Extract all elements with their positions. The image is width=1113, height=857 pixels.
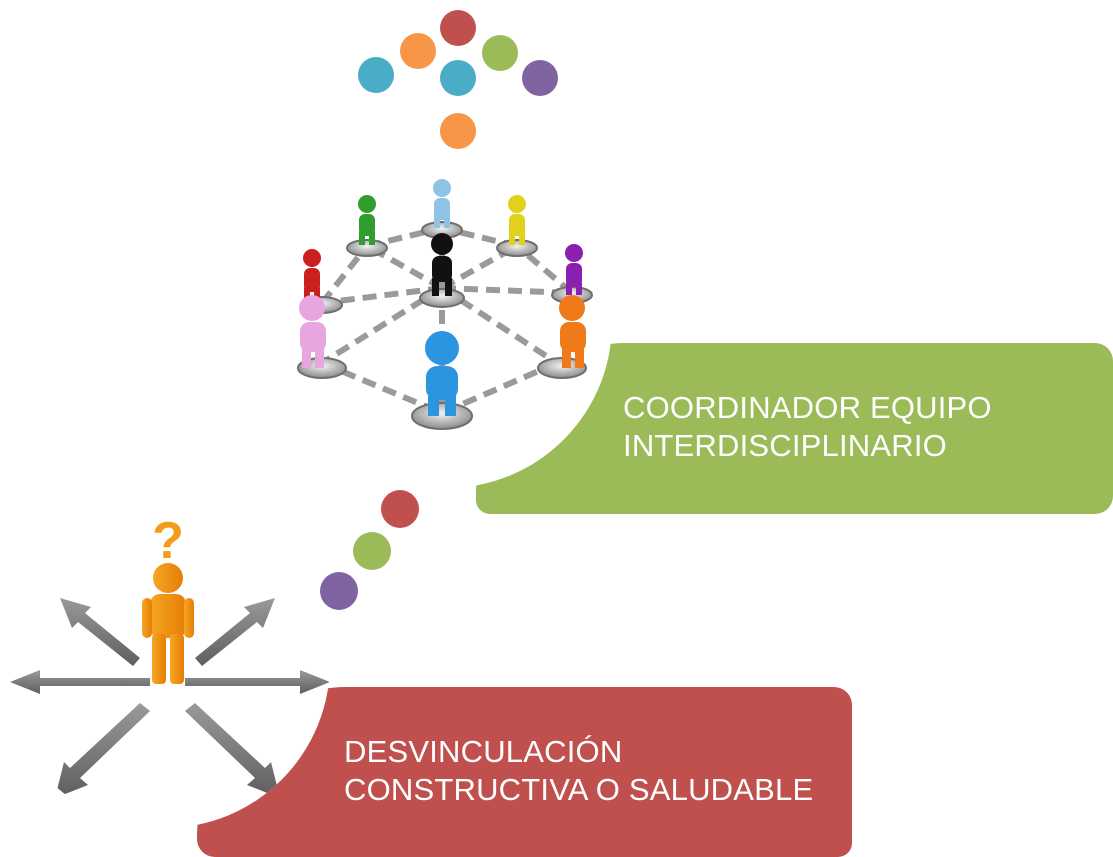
callout-coordinador-line-2: INTERDISCIPLINARIO <box>623 428 947 463</box>
decorative-dot <box>320 572 358 610</box>
crossroads-question-figure: ? <box>0 498 330 828</box>
callout-coordinador-line-1: COORDINADOR EQUIPO <box>623 390 992 425</box>
callout-desvinculacion: DESVINCULACIÓN CONSTRUCTIVA O SALUDABLE <box>197 687 852 857</box>
callout-desvinculacion-line-2: CONSTRUCTIVA O SALUDABLE <box>344 772 814 807</box>
team-network-graphic <box>297 179 593 430</box>
decorative-dot <box>358 57 394 93</box>
team-network-illustration <box>282 158 612 488</box>
decorative-dot <box>440 10 476 46</box>
orange-person-figure <box>142 563 194 684</box>
decorative-dot <box>440 113 476 149</box>
decorative-dot <box>400 33 436 69</box>
question-mark-icon: ? <box>152 512 184 570</box>
crossroads-graphic: ? <box>10 512 330 798</box>
decorative-dot <box>522 60 558 96</box>
direction-arrows <box>10 598 330 798</box>
decorative-dot <box>440 60 476 96</box>
decorative-dot <box>353 532 391 570</box>
decorative-dot <box>482 35 518 71</box>
decorative-dot <box>381 490 419 528</box>
callout-desvinculacion-line-1: DESVINCULACIÓN <box>344 734 623 769</box>
person-figures <box>299 179 586 416</box>
